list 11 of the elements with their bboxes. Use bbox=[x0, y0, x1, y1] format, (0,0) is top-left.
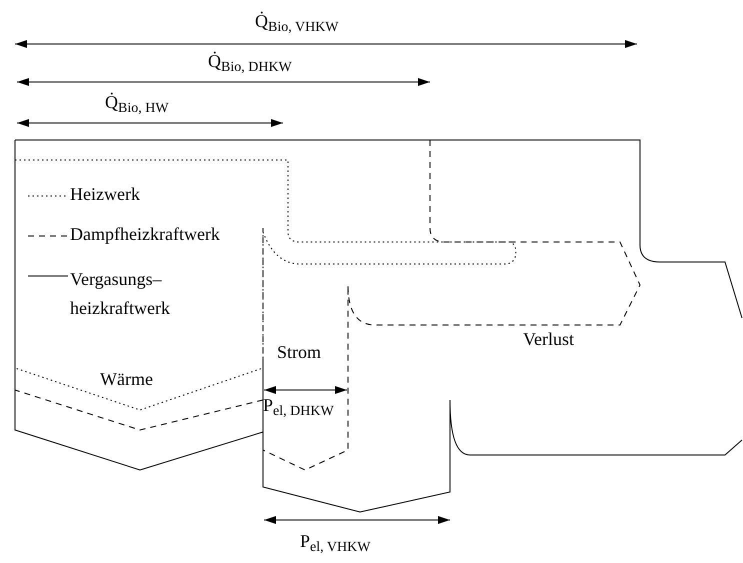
flow-label: P$_{el, DHKW}$ bbox=[263, 396, 334, 420]
legend-label: Dampfheizkraftwerk bbox=[70, 225, 220, 245]
legend-label: Heizwerk bbox=[70, 185, 140, 205]
flow-label: P$_{el, VHKW}$ bbox=[300, 532, 370, 556]
flow-label: Wärme bbox=[100, 370, 153, 390]
flow-label: Q̇$_{Bio, VHKW}$ bbox=[255, 12, 339, 36]
legend-label: Vergasungs– heizkraftwerk bbox=[70, 268, 171, 320]
flow-label: Q̇$_{Bio, DHKW}$ bbox=[208, 52, 292, 76]
flow-label: Q̇$_{Bio, HW}$ bbox=[105, 93, 169, 116]
flow-label: Verlust bbox=[523, 330, 574, 350]
flow-label: Strom bbox=[277, 343, 322, 363]
